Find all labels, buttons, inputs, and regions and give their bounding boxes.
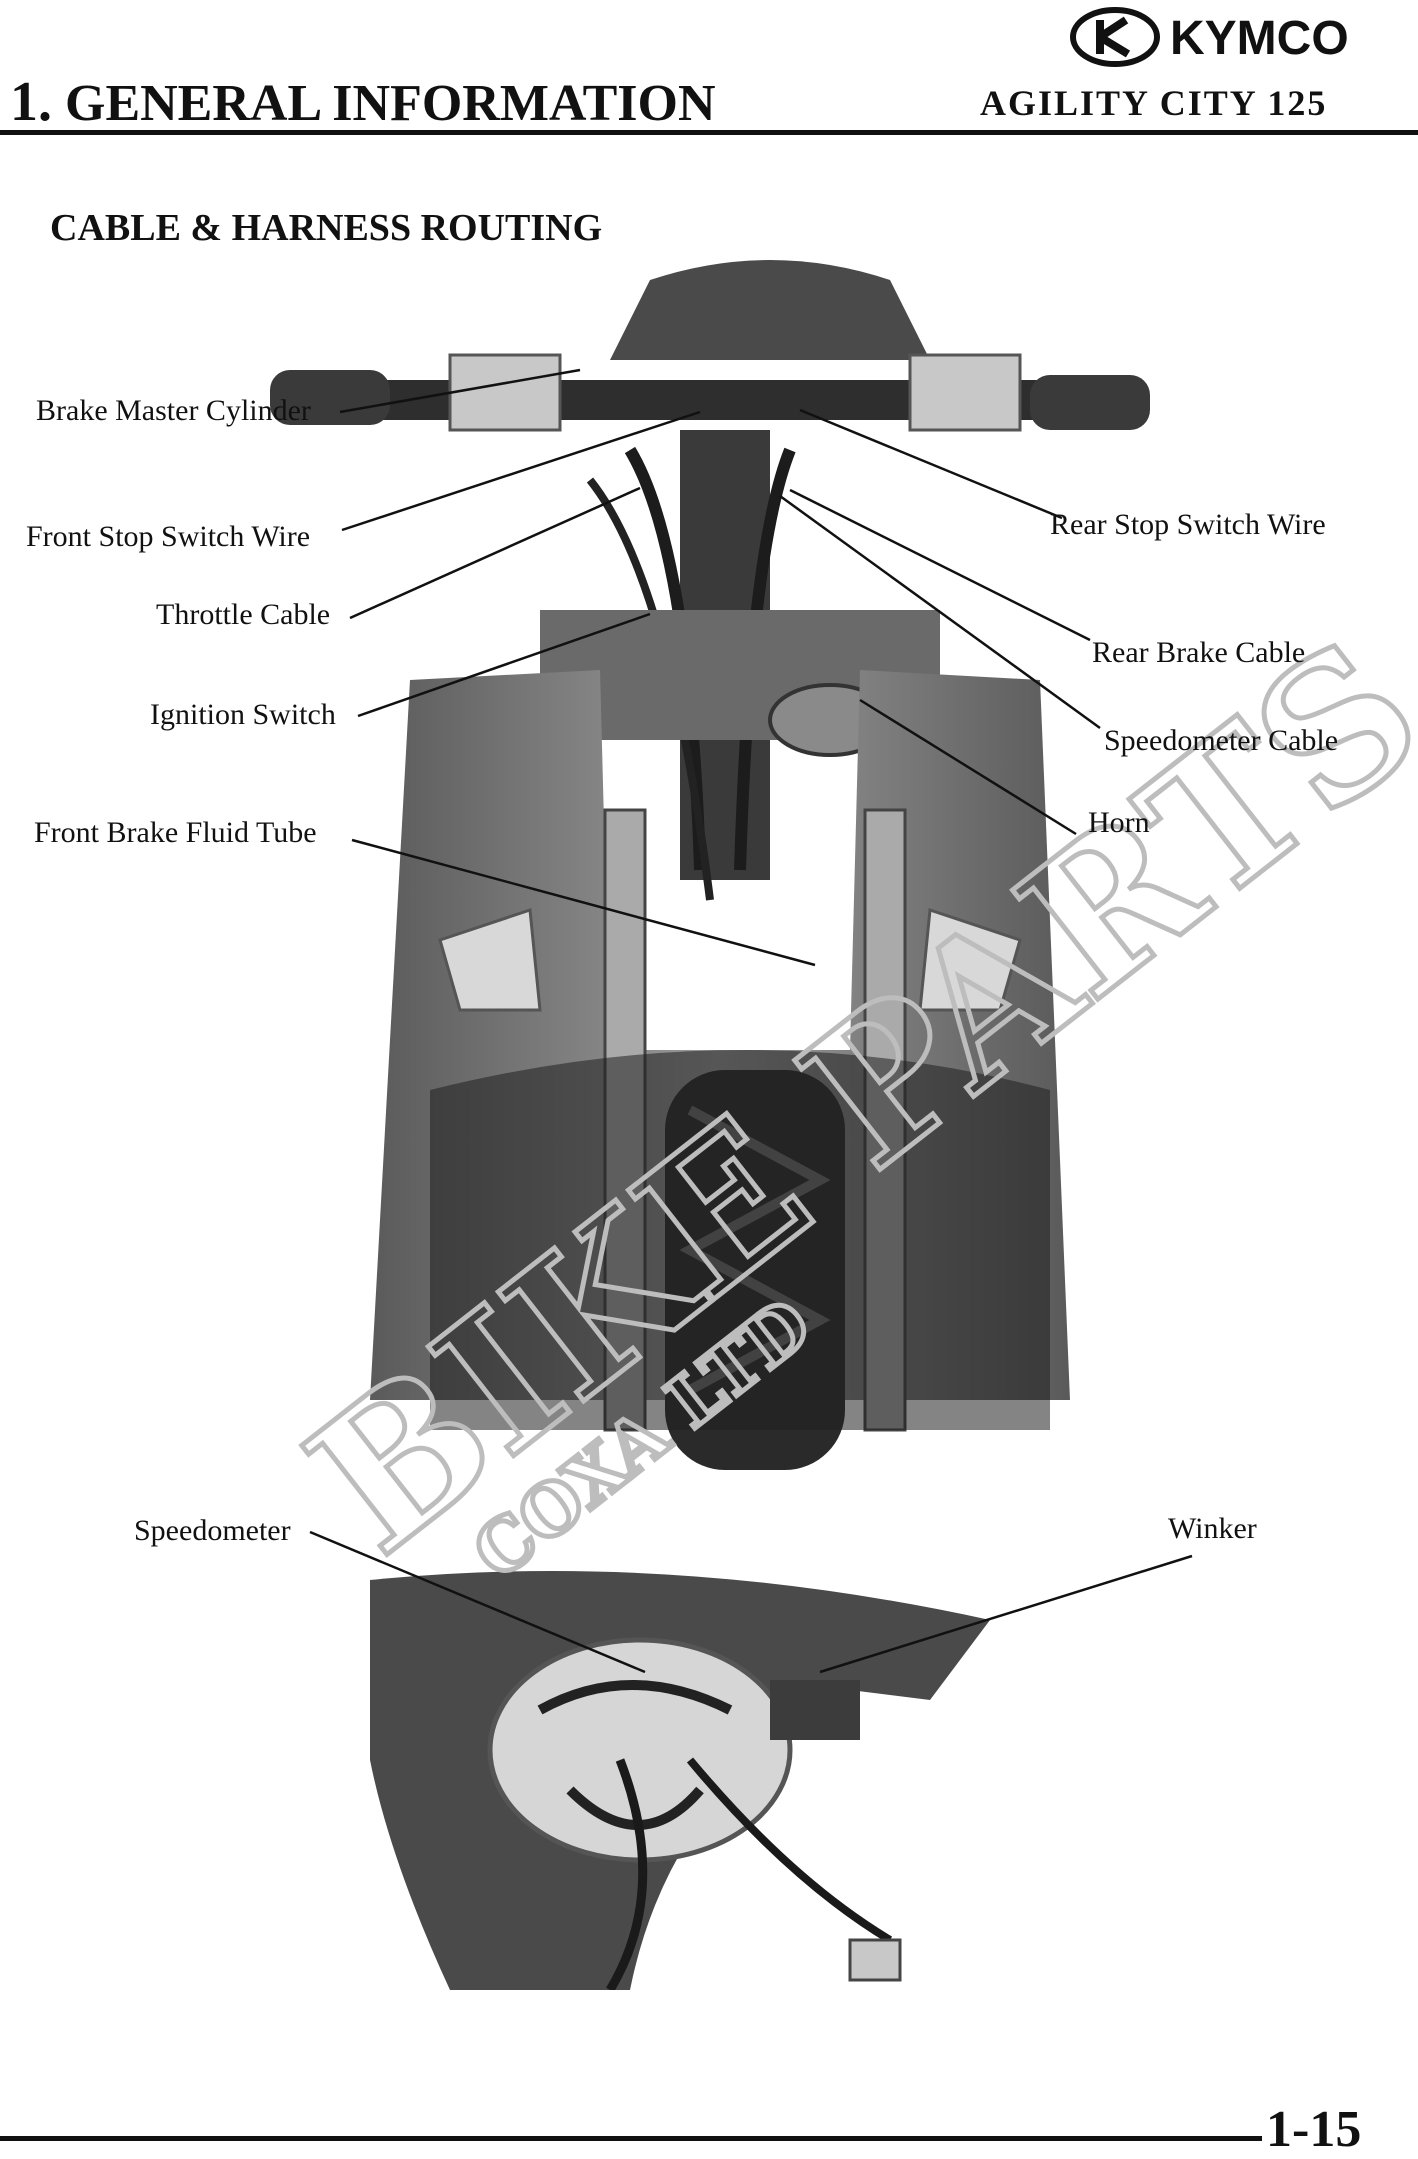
label-brake-master-cylinder: Brake Master Cylinder — [36, 394, 311, 427]
footer-rule — [0, 2136, 1262, 2141]
label-front-stop-switch-wire: Front Stop Switch Wire — [26, 520, 311, 553]
header-rule — [0, 130, 1418, 135]
section-number: 1. — [10, 71, 52, 133]
model-name: AGILITY CITY 125 — [980, 83, 1328, 123]
label-ignition-switch: Ignition Switch — [150, 698, 336, 731]
label-rear-brake-cable: Rear Brake Cable — [1092, 636, 1306, 669]
label-rear-stop-switch-wire: Rear Stop Switch Wire — [1050, 508, 1326, 541]
section-title: 1. GENERAL INFORMATION — [10, 70, 716, 134]
label-throttle-cable: Throttle Cable — [156, 598, 331, 631]
scooter-front-photo — [270, 260, 1150, 1470]
brand-wordmark: KYMCO — [1170, 12, 1349, 65]
label-winker: Winker — [1168, 1512, 1257, 1545]
label-speedometer-cable: Speedometer Cable — [1104, 724, 1339, 757]
kymco-logo: KYMCO — [1070, 7, 1349, 67]
page-heading: CABLE & HARNESS ROUTING — [50, 207, 603, 249]
section-title-text: GENERAL INFORMATION — [65, 75, 716, 132]
label-front-brake-fluid-tube: Front Brake Fluid Tube — [34, 816, 317, 849]
speedometer-housing-photo — [370, 1571, 990, 1990]
page-number: 1-15 — [1266, 2101, 1362, 2158]
label-horn: Horn — [1088, 806, 1150, 839]
label-speedometer: Speedometer — [134, 1514, 291, 1547]
